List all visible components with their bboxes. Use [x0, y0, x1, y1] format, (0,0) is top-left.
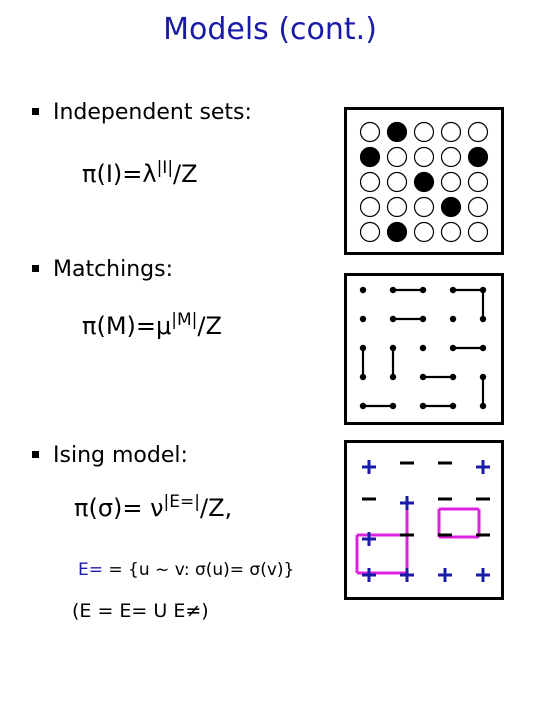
formula-tail: /Z: [197, 312, 222, 340]
formula-exponent: |M|: [171, 310, 198, 330]
grid-vertex: [359, 402, 367, 410]
definition-rhs: = {u ~ v: σ(u)= σ(v)}: [108, 560, 295, 580]
empty-vertex: [467, 196, 489, 218]
occupied-vertex: [386, 221, 408, 243]
grid-vertex: [359, 373, 367, 381]
grid-vertex: [419, 286, 427, 294]
occupied-vertex: [413, 171, 435, 193]
formula-tail: /Z: [173, 160, 198, 188]
grid-vertex: [389, 373, 397, 381]
empty-vertex: [413, 196, 435, 218]
grid-vertex: [359, 286, 367, 294]
formula-main: π(σ)= ν: [74, 494, 164, 522]
edge-partition: (E = E= U E≠): [72, 600, 209, 622]
matchings-formula: π(M)=μ|M|/Z: [82, 310, 222, 340]
bullet-ising: Ising model:: [32, 443, 188, 468]
definition-lhs: E=: [78, 560, 103, 580]
ising-formula: π(σ)= ν|E=|/Z,: [74, 492, 233, 522]
empty-vertex: [440, 171, 462, 193]
ising-definition: E= = {u ~ v: σ(u)= σ(v)}: [78, 560, 294, 580]
grid-vertex: [419, 373, 427, 381]
grid-vertex: [449, 286, 457, 294]
grid-vertex: [359, 315, 367, 323]
empty-vertex: [413, 121, 435, 143]
grid-vertex: [389, 344, 397, 352]
empty-vertex: [467, 121, 489, 143]
empty-vertex: [359, 221, 381, 243]
independent-sets-label: Independent sets:: [53, 100, 252, 125]
occupied-vertex: [440, 196, 462, 218]
slide-title: Models (cont.): [163, 12, 377, 47]
formula-main: π(I)=λ: [82, 160, 157, 188]
grid-vertex: [419, 344, 427, 352]
empty-vertex: [386, 196, 408, 218]
grid-vertex: [359, 344, 367, 352]
empty-vertex: [440, 146, 462, 168]
empty-vertex: [440, 221, 462, 243]
empty-vertex: [413, 146, 435, 168]
grid-vertex: [479, 286, 487, 294]
grid-vertex: [479, 315, 487, 323]
empty-vertex: [467, 221, 489, 243]
ising-grid: [344, 440, 504, 600]
independent-set-svg: [359, 121, 489, 243]
formula-exponent: |I|: [156, 158, 174, 178]
occupied-vertex: [467, 146, 489, 168]
grid-vertex: [389, 315, 397, 323]
occupied-vertex: [386, 121, 408, 143]
grid-vertex: [449, 373, 457, 381]
bullet-marker: [32, 264, 39, 272]
bullet-independent-sets: Independent sets:: [32, 100, 252, 125]
bullet-marker: [32, 450, 39, 458]
formula-tail: /Z,: [199, 494, 233, 522]
empty-vertex: [359, 196, 381, 218]
grid-vertex: [479, 402, 487, 410]
grid-vertex: [389, 402, 397, 410]
grid-vertex: [449, 315, 457, 323]
matching-svg: [359, 286, 487, 410]
empty-vertex: [386, 146, 408, 168]
occupied-vertex: [359, 146, 381, 168]
ising-svg: [355, 460, 490, 582]
grid-vertex: [449, 402, 457, 410]
empty-vertex: [440, 121, 462, 143]
formula-main: π(M)=μ: [82, 312, 172, 340]
grid-vertex: [389, 286, 397, 294]
empty-vertex: [359, 171, 381, 193]
empty-vertex: [413, 221, 435, 243]
bullet-marker: [32, 107, 39, 115]
bullet-matchings: Matchings:: [32, 257, 173, 282]
empty-vertex: [467, 171, 489, 193]
grid-vertex: [419, 402, 427, 410]
grid-vertex: [449, 344, 457, 352]
independent-sets-formula: π(I)=λ|I|/Z: [82, 158, 198, 188]
ising-label: Ising model:: [53, 443, 188, 468]
matchings-label: Matchings:: [53, 257, 174, 282]
grid-vertex: [479, 344, 487, 352]
formula-exponent: |E=|: [163, 492, 200, 512]
grid-vertex: [419, 315, 427, 323]
independent-set-grid: [344, 107, 504, 255]
empty-vertex: [359, 121, 381, 143]
grid-vertex: [479, 373, 487, 381]
empty-vertex: [386, 171, 408, 193]
matching-grid: [344, 273, 504, 425]
